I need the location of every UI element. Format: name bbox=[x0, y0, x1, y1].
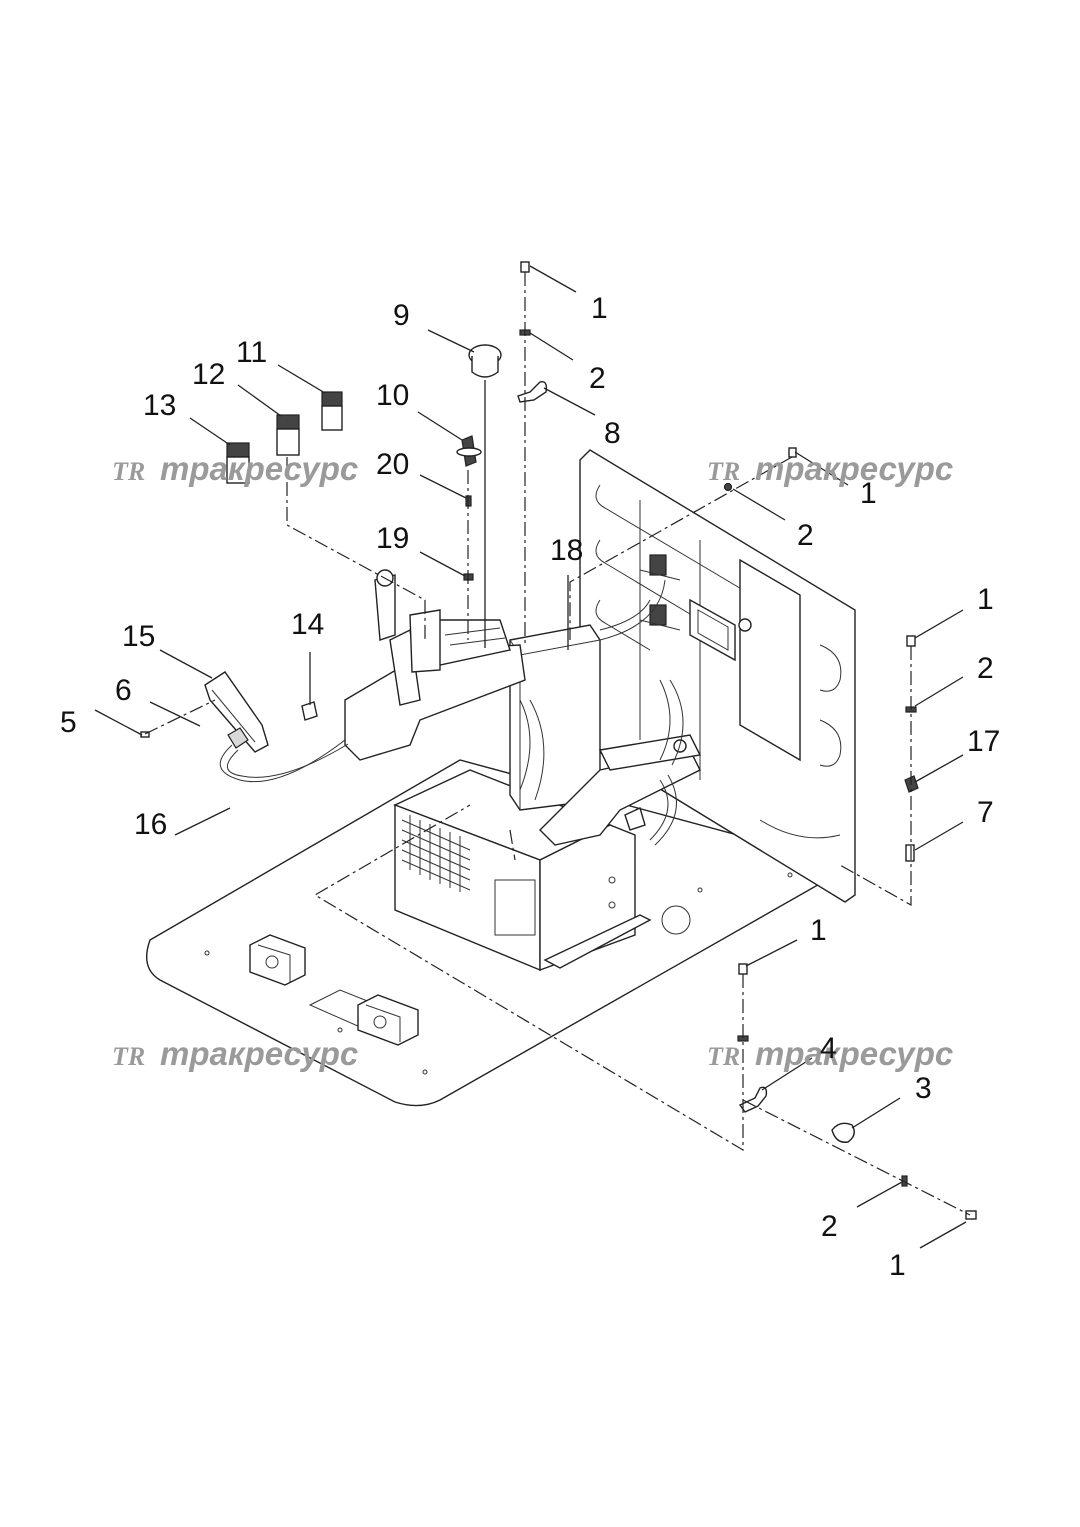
switch-part-12 bbox=[276, 414, 300, 456]
switch-part-11 bbox=[321, 391, 343, 431]
lower-fastener-group bbox=[737, 963, 977, 1220]
leader-lines bbox=[94, 265, 967, 1249]
part-number-labels: 1 2 8 9 10 11 12 13 20 19 1 2 18 1 2 17 … bbox=[60, 292, 1000, 1282]
floor-bracket-left bbox=[249, 934, 306, 986]
part-label-3: 3 bbox=[915, 1072, 932, 1105]
part-label-6: 6 bbox=[115, 674, 132, 707]
part-label-20: 20 bbox=[376, 448, 409, 481]
floor-bracket-right bbox=[357, 994, 419, 1046]
part-10-connector bbox=[456, 435, 482, 467]
watermark-bottom-left: TR тракресурс bbox=[112, 1035, 358, 1072]
part-label-2: 2 bbox=[821, 1210, 838, 1243]
seat-box bbox=[393, 769, 652, 972]
watermark-logo: TR bbox=[112, 457, 145, 486]
ignition-switch-part-9 bbox=[468, 344, 502, 648]
watermark-logo: TR bbox=[707, 1042, 740, 1071]
part-label-11: 11 bbox=[236, 336, 267, 369]
part-label-1: 1 bbox=[591, 292, 608, 325]
part-label-1: 1 bbox=[977, 583, 994, 616]
part-label-1: 1 bbox=[860, 477, 877, 510]
watermark-logo: TR bbox=[112, 1042, 145, 1071]
part-label-1: 1 bbox=[810, 914, 827, 947]
rear-panel bbox=[579, 449, 856, 903]
clamp-part-8 bbox=[517, 381, 548, 403]
part-label-5: 5 bbox=[60, 706, 77, 739]
part-label-2: 2 bbox=[589, 362, 606, 395]
display-panel-part-15 bbox=[204, 671, 269, 753]
part-label-18: 18 bbox=[550, 534, 583, 567]
control-module-box bbox=[509, 624, 601, 811]
part-label-14: 14 bbox=[291, 608, 324, 641]
watermark-text: тракресурс bbox=[755, 1035, 953, 1072]
left-joystick-console bbox=[344, 569, 526, 761]
watermark-logo: TR bbox=[707, 457, 740, 486]
part-label-2: 2 bbox=[797, 519, 814, 552]
part-label-10: 10 bbox=[376, 379, 409, 412]
part-label-1: 1 bbox=[889, 1249, 906, 1282]
part-label-4: 4 bbox=[820, 1032, 837, 1065]
watermark-top-left: TR тракресурс bbox=[112, 450, 358, 487]
wiring-harness bbox=[519, 579, 684, 846]
part-label-16: 16 bbox=[134, 808, 167, 841]
part-label-12: 12 bbox=[192, 358, 225, 391]
watermark-bottom-right: TR тракресурс bbox=[707, 1035, 953, 1072]
watermark-text: тракресурс bbox=[755, 450, 953, 487]
part-label-19: 19 bbox=[376, 522, 409, 555]
right-joystick-console bbox=[539, 734, 702, 846]
part-label-17: 17 bbox=[967, 725, 1000, 758]
part-label-8: 8 bbox=[604, 417, 621, 450]
display-cable-part-16 bbox=[219, 739, 349, 783]
part-label-7: 7 bbox=[977, 796, 994, 829]
part-label-9: 9 bbox=[393, 299, 410, 332]
watermark-text: тракресурс bbox=[160, 450, 358, 487]
watermark-top-right: TR тракресурс bbox=[707, 450, 953, 487]
part-label-15: 15 bbox=[122, 620, 155, 653]
part-label-2: 2 bbox=[977, 652, 994, 685]
watermark-text: тракресурс bbox=[160, 1035, 358, 1072]
switch-part-13 bbox=[226, 442, 250, 484]
part-label-13: 13 bbox=[143, 389, 176, 422]
relay-part-18 bbox=[639, 554, 681, 631]
